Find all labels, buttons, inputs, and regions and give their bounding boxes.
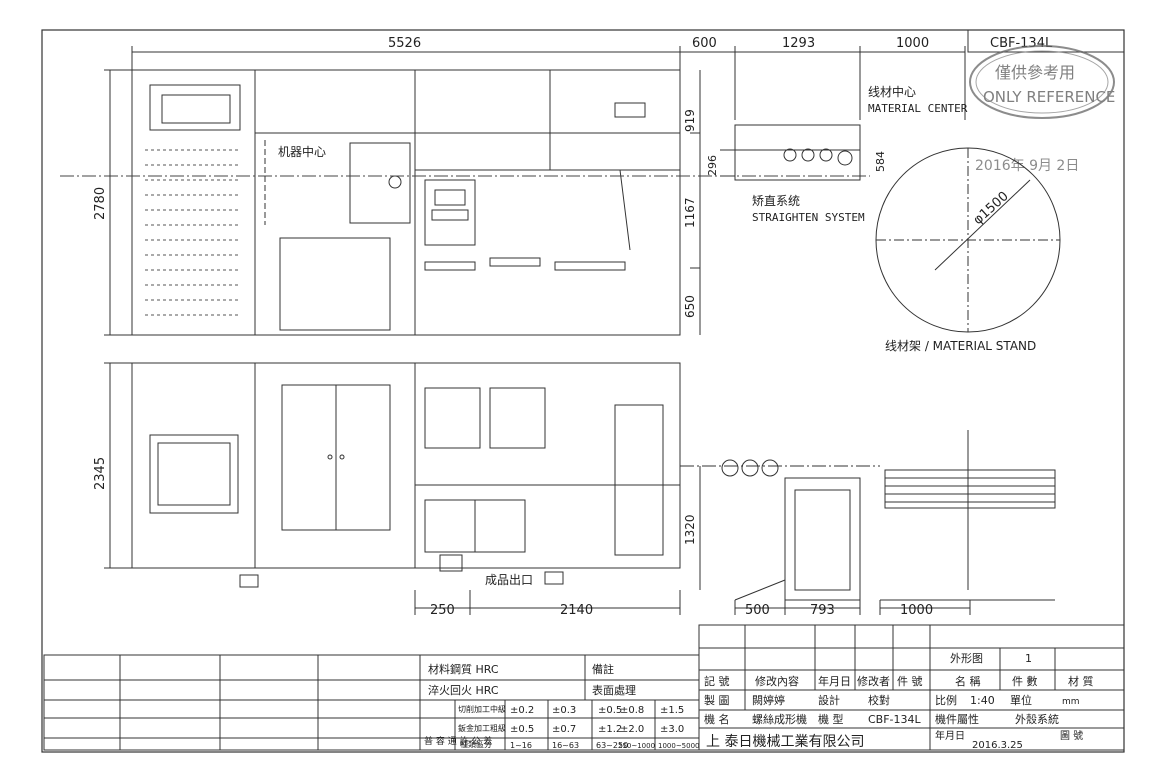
h-count: 件 數 — [1012, 675, 1038, 688]
drawing-no-label: 圖 號 — [1060, 729, 1083, 742]
tol-row2-1: ±0.7 — [552, 724, 576, 735]
model-label: 機 型 — [818, 712, 844, 726]
stamp-date: 2016年 9月 2日 — [975, 158, 1079, 174]
tolerance-side: 普 容 通 許 公 差 — [424, 735, 492, 747]
tol-row2-3: ±2.0 — [620, 724, 644, 735]
model-value: CBF-134L — [868, 713, 922, 726]
tol-row1-0: ±0.2 — [510, 705, 534, 716]
range-1: 16~63 — [552, 741, 579, 750]
model-code-box — [967, 29, 1125, 53]
dim-straightener: 1293 — [782, 36, 815, 51]
dim-outlet-offset: 250 — [430, 603, 455, 618]
stamp-text-cn: 僅供參考用 — [995, 63, 1075, 82]
range-3: 250~1000 — [618, 742, 655, 750]
surface-label: 表面處理 — [592, 683, 636, 697]
dim-total-height: 2780 — [93, 187, 108, 220]
range-label: 種類區分 — [460, 739, 492, 749]
label-straighten-cn: 矫直系统 — [752, 193, 800, 208]
title-block-text: 材料鋼質 HRC 淬火回火 HRC 備註 表面處理 普 容 通 許 公 差 切削… — [424, 652, 1094, 751]
dim-stand-a: 500 — [745, 603, 770, 618]
date-label: 年月日 — [935, 729, 965, 742]
reference-stamp: 僅供參考用 ONLY REFERENCE 2016年 9月 2日 — [969, 45, 1115, 174]
dim-wire-offset: 296 — [706, 155, 719, 176]
label-material-center-cn: 线材中心 — [868, 84, 916, 99]
dim-middle-height: 1167 — [683, 197, 697, 228]
h-date: 年月日 — [818, 674, 851, 688]
h-material: 材 質 — [1068, 674, 1094, 688]
dim-lower-height: 650 — [683, 295, 697, 318]
front-view — [104, 362, 1056, 615]
drawing-count: 1 — [1025, 652, 1032, 665]
machine-name: 螺絲成形機 — [752, 712, 807, 726]
design-label: 設計 — [818, 693, 840, 707]
dim-upper-height: 919 — [683, 109, 697, 132]
h-content: 修改內容 — [755, 674, 799, 688]
unit-value: mm — [1062, 697, 1080, 707]
label-product-outlet: 成品出口 — [485, 573, 533, 587]
title-block — [43, 624, 1125, 751]
quench-label: 淬火回火 HRC — [428, 683, 499, 697]
date-value: 2016.3.25 — [972, 740, 1023, 751]
drafter-name: 闕婷婷 — [752, 693, 785, 707]
tol-row1-3: ±0.8 — [620, 705, 644, 716]
label-material-stand: 线材架 / MATERIAL STAND — [885, 339, 1036, 353]
attr-value: 外殼系統 — [1015, 712, 1059, 726]
tol-row1-4: ±1.5 — [660, 705, 684, 716]
check-label: 校對 — [868, 693, 890, 707]
tol-row1-2: ±0.5 — [598, 705, 622, 716]
scale-value: 1:40 — [970, 694, 995, 707]
dim-front-height: 2345 — [93, 457, 108, 490]
drafter-label: 製 圖 — [704, 693, 730, 707]
h-name: 名 稱 — [955, 674, 981, 688]
dim-stand-b: 793 — [810, 603, 835, 618]
model-code: CBF-134L — [990, 36, 1053, 51]
tol-row2-2: ±1.2 — [598, 724, 622, 735]
range-2: 63~250 — [596, 741, 628, 750]
dim-feed-height: 1320 — [683, 514, 697, 545]
tol-row1-1: ±0.3 — [552, 705, 576, 716]
dim-total-length: 5526 — [388, 36, 421, 51]
top-view — [60, 46, 1061, 336]
machine-name-label: 機 名 — [704, 712, 730, 726]
label-machine-center: 机器中心 — [278, 144, 326, 159]
h-mark: 記 號 — [704, 674, 730, 688]
material-label: 材料鋼質 HRC — [428, 662, 499, 676]
dim-outlet-length: 2140 — [560, 603, 593, 618]
range-4: 1000~5000 — [658, 742, 700, 750]
range-0: 1~16 — [510, 741, 532, 750]
dim-gap: 600 — [692, 36, 717, 51]
h-piece: 件 號 — [897, 675, 923, 688]
sheet-grade: 鈑金加工粗級 — [458, 723, 506, 733]
label-material-center-en: MATERIAL CENTER — [868, 102, 968, 115]
tol-row2-4: ±3.0 — [660, 724, 684, 735]
unit-label: 單位 — [1010, 693, 1032, 707]
note-label: 備註 — [592, 663, 614, 676]
dim-wire-offset-2: 584 — [874, 151, 887, 172]
dim-stand-c: 1000 — [900, 603, 933, 618]
cutting-grade: 切削加工中級 — [458, 704, 506, 714]
company-name: 上 泰日機械工業有限公司 — [706, 734, 864, 750]
dim-stand-gap: 1000 — [896, 36, 929, 51]
sheet-border — [41, 29, 1125, 753]
tol-row2-0: ±0.5 — [510, 724, 534, 735]
scale-label: 比例 — [935, 693, 957, 707]
attr-label: 機件屬性 — [935, 712, 979, 726]
h-editor: 修改者 — [857, 674, 890, 688]
stamp-text-en: ONLY REFERENCE — [983, 88, 1115, 106]
drawing-type: 外形图 — [950, 652, 983, 665]
label-stand-diameter: φ1500 — [971, 189, 1012, 228]
label-straighten-en: STRAIGHTEN SYSTEM — [752, 211, 865, 224]
